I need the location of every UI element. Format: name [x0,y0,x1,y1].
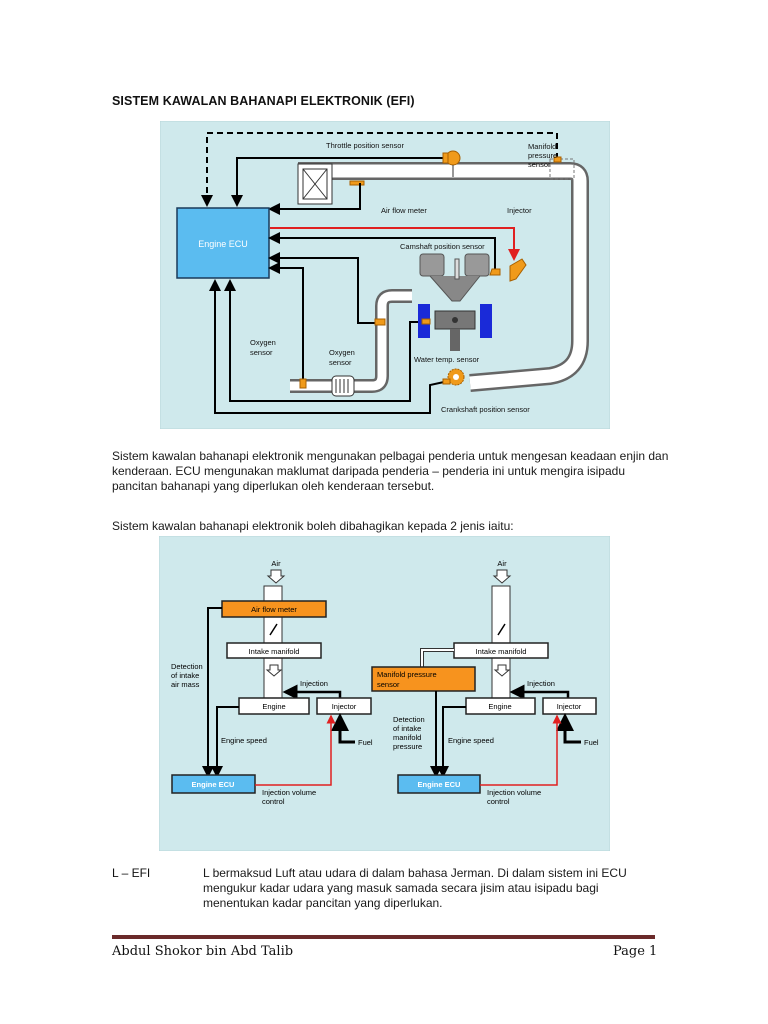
left-intake-manifold-label: Intake manifold [249,647,300,656]
right-injection-label: Injection [527,679,555,688]
injector-signal-line [270,227,520,261]
injector-icon [509,258,527,282]
document-title: SISTEM KAWALAN BAHANAPI ELEKTRONIK (EFI) [112,94,415,108]
throttle-position-sensor-icon [442,150,461,177]
label-camshaft: Camshaft position sensor [400,242,485,251]
diagram-background [159,536,610,851]
label-crankshaft: Crankshaft position sensor [441,405,530,414]
crankshaft-gear-icon [442,368,465,386]
left-air-label: Air [271,559,281,568]
right-detection-4: pressure [393,742,422,751]
footer-author: Abdul Shokor bin Abd Talib [112,944,294,959]
label-oxygen-a-1: Oxygen [250,338,276,347]
manifold-pressure-signal-line [201,132,558,207]
intake-pipe [298,158,589,392]
left-injector-label: Injector [332,702,357,711]
right-ecu-label: Engine ECU [418,780,461,789]
left-detection-1: Detection [171,662,203,671]
right-intake-manifold-label: Intake manifold [476,647,527,656]
manifold-pressure-sensor-icon [553,156,562,163]
flow-arrow-icon [493,664,511,677]
types-paragraph: Sistem kawalan bahanapi elektronik boleh… [112,519,514,533]
label-oxygen-b-1: Oxygen [329,348,355,357]
label-throttle: Throttle position sensor [326,141,404,150]
right-engine-ecu-box [397,774,481,794]
left-engine-label: Engine [262,702,285,711]
left-detection-2: of intake [171,671,199,680]
d-efi-diagram: Air Intake manifold Manifold pressure se… [371,559,599,806]
footer-page-number: Page 1 [613,944,658,959]
ecu-label: Engine ECU [198,239,248,249]
water-temp-sensor-icon [421,318,431,325]
air-flow-meter-icon [268,180,365,215]
air-cleaner [297,163,333,205]
intro-paragraph: Sistem kawalan bahanapi elektronik mengu… [112,449,669,493]
efi-system-diagram: Engine ECU Throttle pos [160,121,610,429]
left-fuel-label: Fuel [358,738,373,747]
right-engine-label: Engine [488,702,511,711]
engine-block-icon [418,253,492,351]
air-flow-meter-label: Air flow meter [251,605,297,614]
right-engine-speed-label: Engine speed [448,736,494,745]
camshaft-sensor-icon [489,268,501,276]
air-arrow-icon [266,569,286,584]
label-manifold-3: sensor [528,160,551,169]
throttle-signal-line [231,157,443,207]
left-detection-3: air mass [171,680,200,689]
engine-ecu-box [176,207,270,279]
oxygen-sensor-a-icon [299,378,307,389]
throttle-valve-icon [497,623,506,636]
label-injector: Injector [507,206,532,215]
manifold-pressure-sensor-box [371,666,476,692]
left-intake-manifold-box [226,642,322,659]
exhaust-pipe [290,289,412,397]
left-ivc-2: control [262,797,285,806]
oxygen-sensor-b-icon [374,318,386,326]
left-ivc-1: Injection volume [262,788,316,797]
right-ivc-1: Injection volume [487,788,541,797]
label-water-temp: Water temp. sensor [414,355,480,364]
label-oxygen-b-2: sensor [329,358,352,367]
right-fuel-label: Fuel [584,738,599,747]
right-ivc-2: control [487,797,510,806]
right-detection-2: of intake [393,724,421,733]
mps-label-2: sensor [377,680,400,689]
label-oxygen-a-2: sensor [250,348,273,357]
right-detection-1: Detection [393,715,425,724]
label-airflow: Air flow meter [381,206,427,215]
l-efi-definition: L bermaksud Luft atau udara di dalam bah… [203,866,627,910]
camshaft-signal-line [268,232,496,269]
left-engine-speed-label: Engine speed [221,736,267,745]
efi-types-diagram: Air Air flow meter Intake manifold Detec… [159,536,610,851]
left-engine-ecu-box [171,774,256,794]
flow-arrow-icon [265,664,283,677]
right-air-label: Air [497,559,507,568]
l-efi-term: L – EFI [112,866,151,880]
oxygen-b-signal-line [268,252,378,324]
footer-divider [112,935,655,939]
throttle-valve-icon [269,623,278,636]
label-manifold-2: pressure [528,151,557,160]
right-detection-3: manifold [393,733,421,742]
air-arrow-icon [492,569,512,584]
crankshaft-signal-line [209,279,445,414]
label-manifold-1: Manifold [528,142,556,151]
mps-label-1: Manifold pressure [377,670,437,679]
oxygen-a-signal-line [268,262,304,379]
left-ecu-label: Engine ECU [192,780,235,789]
l-efi-diagram: Air Air flow meter Intake manifold Detec… [171,559,373,806]
left-injection-label: Injection [300,679,328,688]
water-temp-signal-line [224,279,425,402]
right-injector-label: Injector [557,702,582,711]
